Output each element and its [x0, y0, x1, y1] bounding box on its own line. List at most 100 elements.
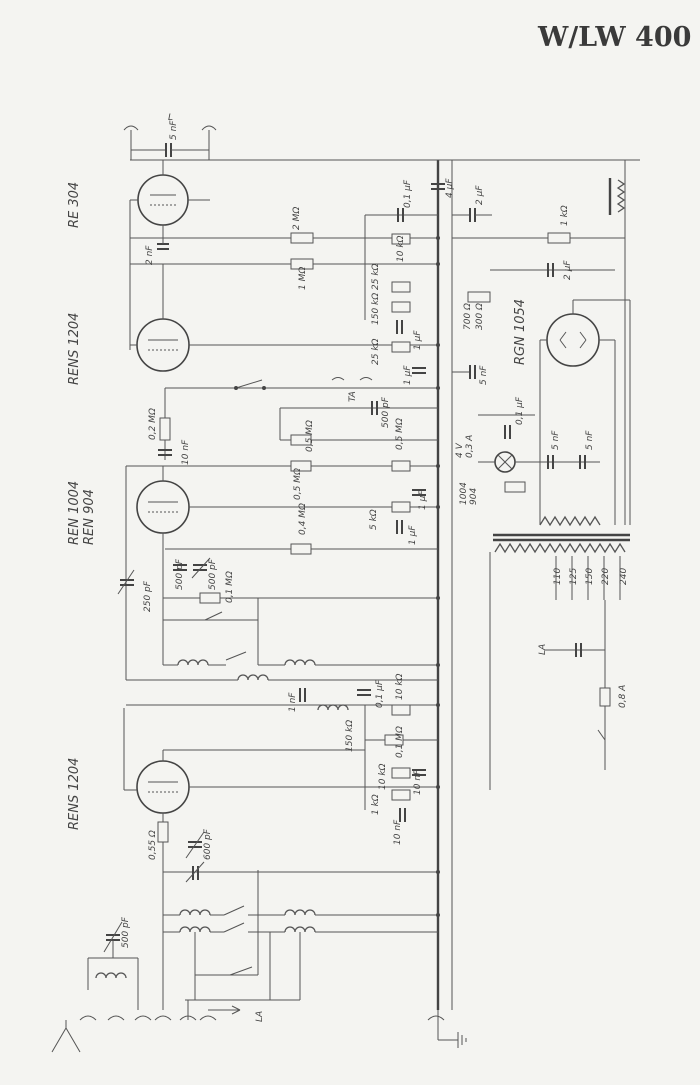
cap-1uf-b: 1 μF — [403, 365, 426, 385]
res-1kohm: 1 kΩ — [371, 789, 411, 815]
cap-5nf-a: 5 nF — [547, 430, 561, 469]
switch-bank-ren1004 — [204, 611, 247, 661]
mains-input: 0,8 A LA — [538, 600, 628, 770]
cap-5nf-b: 5 nF — [579, 430, 595, 469]
res-10kohm-a: 10 kΩ — [391, 233, 411, 262]
svg-text:1 nF: 1 nF — [288, 692, 298, 712]
cap-500pf-c: 500 pF — [191, 557, 218, 590]
cap-1nf: 1 nF — [126, 688, 438, 712]
svg-text:0,2 MΩ: 0,2 MΩ — [148, 408, 158, 440]
svg-text:10 nF: 10 nF — [413, 769, 423, 795]
svg-text:1 μF: 1 μF — [408, 525, 418, 545]
svg-text:5 nF: 5 nF — [479, 365, 489, 385]
speaker-terminals: L — [123, 113, 217, 160]
svg-text:240: 240 — [619, 568, 629, 585]
res-2mohm: 2 MΩ — [290, 207, 314, 244]
antenna-sockets: LA — [79, 1000, 445, 1022]
svg-text:10 kΩ: 10 kΩ — [378, 763, 388, 790]
cap-250pf: 250 pF — [117, 569, 153, 612]
ta-jack: TA — [331, 377, 373, 402]
svg-text:0,5 MΩ: 0,5 MΩ — [293, 468, 303, 500]
coil-pair-ren1004 — [126, 659, 438, 681]
res-5kohm: 5 kΩ — [369, 501, 411, 530]
svg-text:0,8 A: 0,8 A — [618, 685, 628, 708]
svg-text:500 pF: 500 pF — [381, 396, 391, 428]
svg-text:2 μF: 2 μF — [475, 185, 485, 205]
tube-rgn1054 — [539, 299, 631, 525]
svg-text:1 MΩ: 1 MΩ — [298, 267, 308, 290]
svg-text:0,5 MΩ: 0,5 MΩ — [395, 418, 405, 450]
input-coil-bank — [162, 870, 438, 1010]
svg-text:0,4 MΩ: 0,4 MΩ — [298, 503, 308, 535]
svg-text:1 kΩ: 1 kΩ — [560, 205, 570, 226]
svg-text:LA: LA — [538, 644, 548, 655]
svg-text:2 MΩ: 2 MΩ — [292, 207, 302, 230]
tube-ren1004 — [125, 465, 438, 680]
res-05mohm-c: 0,5 MΩ — [391, 418, 411, 472]
res-1004-904: 1004 904 — [459, 481, 526, 505]
svg-text:150 kΩ: 150 kΩ — [345, 720, 355, 752]
cap-10nf-c: 10 nF — [393, 808, 406, 845]
speaker-label: L — [168, 113, 173, 123]
res-10kohm-c: 10 kΩ — [378, 763, 411, 790]
svg-text:1 kΩ: 1 kΩ — [371, 794, 381, 815]
cap-01uf-b: 0,1 μF — [478, 396, 535, 439]
res-05mohm-b: 0,5 MΩ — [290, 460, 312, 500]
mains-taps: 110 125 150 220 240 — [553, 556, 629, 600]
tube-label-ren1004: REN 1004 — [67, 481, 82, 545]
res-02mohm: 0,2 MΩ — [148, 388, 171, 460]
cap-5nf-mid: 5 nF — [452, 365, 489, 385]
output-transformer — [608, 160, 626, 525]
svg-text:700 Ω: 700 Ω — [463, 303, 473, 330]
antenna-symbol — [51, 1020, 81, 1053]
res-25kohm-b: 25 kΩ — [371, 338, 411, 365]
res-01mohm-a: 0,1 MΩ — [199, 571, 235, 604]
svg-text:5 nF: 5 nF — [551, 430, 561, 450]
svg-text:4 V: 4 V — [455, 442, 465, 458]
tube-rens1204-upper — [130, 264, 438, 372]
svg-text:150 kΩ: 150 kΩ — [371, 293, 381, 325]
svg-text:2 μF: 2 μF — [563, 260, 573, 280]
svg-text:500 pF: 500 pF — [208, 558, 218, 590]
res-01mohm-b: 0,1 MΩ — [365, 726, 438, 758]
svg-text:25 kΩ: 25 kΩ — [371, 338, 381, 365]
svg-text:0,1 μF: 0,1 μF — [515, 396, 525, 425]
svg-text:150: 150 — [585, 568, 595, 585]
svg-text:500 pF: 500 pF — [121, 916, 131, 948]
cap-trimmer-lower — [163, 861, 438, 883]
tube-label-rens1204-upper: RENS 1204 — [67, 313, 82, 385]
cap-01uf-c: 0,1 μF — [357, 679, 385, 708]
switch-ta — [234, 379, 266, 390]
svg-text:1 μF: 1 μF — [413, 330, 423, 350]
tube-label-rgn1054: RGN 1054 — [513, 299, 528, 365]
res-25kohm-a: 25 kΩ — [371, 263, 411, 293]
svg-text:904: 904 — [469, 488, 479, 505]
svg-text:TA: TA — [348, 391, 358, 402]
svg-text:10 nF: 10 nF — [393, 819, 403, 845]
svg-text:2 nF: 2 nF — [145, 245, 155, 265]
cap-1uf-a: 1 μF — [396, 320, 423, 350]
ground-symbol — [438, 1032, 467, 1048]
cap-4uf: 4 μF — [431, 178, 455, 198]
svg-text:0,1 MΩ: 0,1 MΩ — [395, 726, 405, 758]
svg-text:0,5 MΩ: 0,5 MΩ — [305, 420, 315, 452]
svg-text:125: 125 — [569, 568, 579, 585]
cap-500pf-b: 500 pF — [173, 558, 187, 590]
res-1kohm-top: 1 kΩ — [452, 205, 625, 244]
cap-10nf-b: 10 nF — [412, 769, 426, 795]
svg-text:5 nF: 5 nF — [585, 430, 595, 450]
svg-text:10 nF: 10 nF — [181, 439, 191, 465]
res-05mohm-a: 0,5 MΩ — [279, 408, 438, 452]
svg-text:0,3 A: 0,3 A — [465, 435, 475, 458]
svg-text:1 μF: 1 μF — [418, 490, 428, 510]
res-700-300-ohm: 700 Ω 300 Ω — [463, 291, 491, 330]
svg-text:1 μF: 1 μF — [403, 365, 413, 385]
svg-text:0,1 μF: 0,1 μF — [403, 179, 413, 208]
power-transformer — [489, 515, 630, 790]
tube-label-re304: RE 304 — [67, 182, 82, 228]
res-1mohm-a: 1 MΩ — [290, 258, 314, 290]
cap-2uf-a: 2 μF — [452, 185, 492, 222]
svg-text:0,55 Ω: 0,55 Ω — [148, 830, 158, 860]
cap-1uf-c: 1 μF — [412, 489, 428, 510]
tube-label-rens1204-lower: RENS 1204 — [67, 758, 82, 830]
